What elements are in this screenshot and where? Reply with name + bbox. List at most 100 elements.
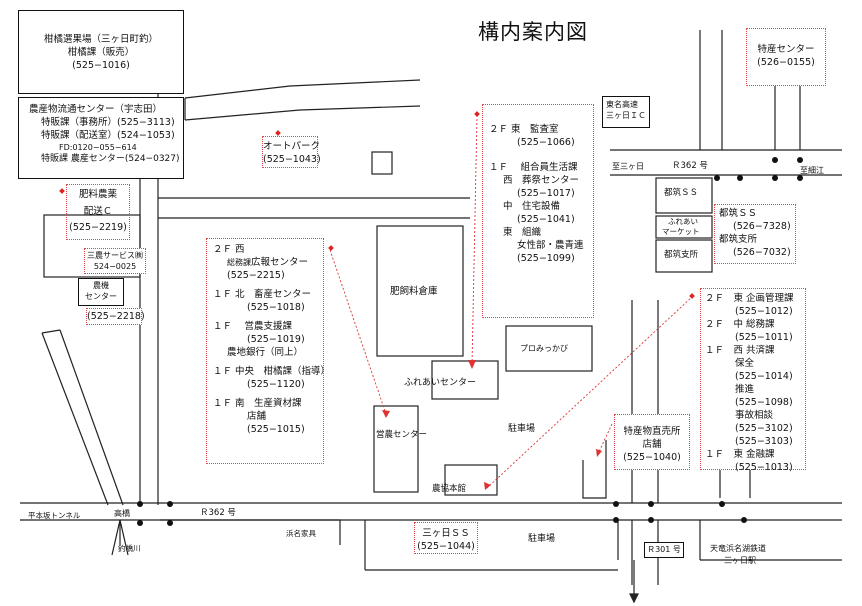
label-r362-south: Ｒ362 号 <box>200 508 236 518</box>
west-line-2b: 広報センター <box>251 257 309 268</box>
east-line-5: (525−1017) <box>517 188 575 199</box>
honkan-line-14: (525−1013) <box>735 462 793 473</box>
east-building-box: ２Ｆ 東 監査室 (525−1066) １Ｆ 組合員生活課 西 葬祭センター (… <box>482 104 594 318</box>
tsuzuki-line-2: (526−7328) <box>733 221 791 232</box>
label-fureai-market-2: マーケット <box>662 227 700 236</box>
autopark-box: オートパーク (525−1043) <box>262 136 321 168</box>
honkan-line-4: (525−1011) <box>735 332 793 343</box>
west-line-11: １Ｆ 南 生産資材課 <box>213 398 302 409</box>
map-title: 構内案内図 <box>478 20 588 44</box>
building-hiryo-soko <box>376 225 464 357</box>
honkan-box: ２Ｆ 東 企画管理課 (525−1012) ２Ｆ 中 総務課 (525−1011… <box>700 288 806 473</box>
west-line-5: (525−1018) <box>247 302 305 313</box>
west-line-1: ２Ｆ 西 <box>213 244 245 255</box>
label-tsuzuki-ss-small: 都筑ＳＳ <box>664 188 699 198</box>
label-hiryo-soko: 肥飼料倉庫 <box>390 286 438 297</box>
tokusan-center-box: 特産センター (526−0155) <box>746 28 826 86</box>
building-einou-center <box>373 405 419 493</box>
tomei-ic-box: 東名高速 三ヶ日ＩＣ <box>602 96 650 128</box>
building-pro-mikkabi <box>505 325 593 372</box>
mikan-line-2: 柑橘課（販売） <box>67 47 135 58</box>
mikan-line-3: (525−1016) <box>72 60 130 71</box>
mikan-senkajo-box: 柑橘選果場（三ヶ日町釣） 柑橘課（販売） (525−1016) <box>18 10 184 94</box>
honkan-line-6: 保全 <box>735 358 755 369</box>
mikan-line-1: 柑橘選果場（三ヶ日町釣） <box>43 34 158 45</box>
honkan-line-10: 事故相談 <box>735 410 774 421</box>
label-chushajo-2: 駐車場 <box>528 534 556 544</box>
tokusan-line-2: (526−0155) <box>757 57 815 68</box>
honkan-line-13: １Ｆ 東 金融課 <box>705 449 775 460</box>
label-fureai-center: ふれあいセンター <box>404 378 477 388</box>
tsuzuki-line-3: 都筑支所 <box>719 234 758 245</box>
mikkabi-ss-box: 三ヶ日ＳＳ (525−1044) <box>414 522 478 554</box>
honkan-line-5: １Ｆ 西 共済課 <box>705 345 775 356</box>
label-fureai-market-1: ふれあい <box>668 217 698 226</box>
r301-label-box: Ｒ301 号 <box>644 542 684 558</box>
nouki-line-1: 農機 <box>93 281 109 290</box>
east-line-6: 中 住宅設備 <box>503 201 561 212</box>
nousan-line-1: 農産物流通センター（宇志田） <box>29 104 163 115</box>
west-line-3: (525−2215) <box>227 270 285 281</box>
nouki-center-box: 農機 センター <box>78 278 124 306</box>
east-line-9: 女性部・農青連 <box>517 240 584 251</box>
honkan-line-3: ２Ｆ 中 総務課 <box>705 319 775 330</box>
east-line-4: 西 葬祭センター <box>503 175 580 186</box>
chokubai-line-3: (525−1040) <box>623 452 681 463</box>
label-tsuzuki-shisho-small: 都筑支所 <box>664 250 699 260</box>
nousan-line-4: FD:0120−055−614 <box>59 143 137 152</box>
east-line-3: １Ｆ 組合員生活課 <box>489 162 578 173</box>
label-pro-mikkabi: プロみっかび <box>520 344 568 353</box>
label-einou-center: 営農センター <box>376 430 428 440</box>
label-tenryu-2: 三ヶ日駅 <box>724 556 756 565</box>
r301-label: Ｒ301 号 <box>647 545 681 554</box>
label-to-hosoe: 至細江 <box>800 166 824 175</box>
west-building-box: ２Ｆ 西 総務課広報センター (525−2215) １Ｆ 北 畜産センター (5… <box>206 238 331 464</box>
nouki-tel: (525−2218) <box>87 311 145 322</box>
arrow-heads <box>382 360 602 490</box>
west-line-9: １Ｆ 中央 柑橘課（指導） <box>213 366 331 377</box>
honkan-line-8: 推進 <box>735 384 755 395</box>
building-market <box>655 215 713 239</box>
chokubaijo-box: 特産物直売所 店舗 (525−1040) <box>614 414 690 470</box>
building-nokyo-honkan <box>444 464 498 496</box>
signal-dots <box>137 157 803 526</box>
label-tunnel: 平本坂トンネル <box>28 511 81 520</box>
hiryo-line-3: (525−2219) <box>69 222 127 233</box>
east-line-10: (525−1099) <box>517 253 575 264</box>
nousan-center-box: 農産物流通センター（宇志田） 特販課（事務所）(525−3113) 特販課（配送… <box>18 97 184 179</box>
building-tsuzuki-shisho-small <box>655 239 713 273</box>
west-line-4: １Ｆ 北 畜産センター <box>213 289 312 300</box>
building-shop <box>655 177 713 214</box>
arrows <box>329 114 694 489</box>
honkan-line-9: (525−1098) <box>735 397 793 408</box>
chokubai-line-1: 特産物直売所 <box>623 426 681 437</box>
west-line-10: (525−1120) <box>247 379 305 390</box>
label-chushajo-1: 駐車場 <box>508 424 536 434</box>
east-line-8: 東 組織 <box>503 227 542 238</box>
west-line-2a: 総務課 <box>227 258 251 267</box>
label-nokyo-honkan: 農協本館 <box>432 484 467 494</box>
nouki-line-2: センター <box>85 292 117 301</box>
west-line-7: (525−1019) <box>247 334 305 345</box>
honkan-line-2: (525−1012) <box>735 306 793 317</box>
tsuzuki-ss-box: 都筑ＳＳ (526−7328) 都筑支所 (526−7032) <box>714 204 796 264</box>
east-line-1: ２Ｆ 東 監査室 <box>489 124 559 135</box>
nouki-tel-box: (525−2218) <box>86 308 145 325</box>
honkan-line-11: (525−3102) <box>735 423 793 434</box>
hiryo-line-1: 肥料農薬 <box>78 189 117 200</box>
label-to-mikkabi: 至三ヶ日 <box>612 162 644 171</box>
nousan-line-5: 特販課 農産センター(524−0327) <box>41 154 180 164</box>
buildings <box>43 151 713 496</box>
mikkabi-ss-line-2: (525−1044) <box>417 541 475 552</box>
sankyo-service-box: 三農サービス㈱ 524−0025 <box>84 248 146 274</box>
label-hamana-kagu: 浜名家具 <box>286 529 316 538</box>
autopark-line-1: オートパーク <box>263 141 321 152</box>
honkan-line-12: (525−3103) <box>735 436 793 447</box>
hiryo-line-2: 配送Ｃ <box>83 206 113 217</box>
building-fureai-center <box>431 360 499 400</box>
west-line-13: (525−1015) <box>247 424 305 435</box>
west-line-6: １Ｆ 営農支援課 <box>213 321 293 332</box>
honkan-line-1: ２Ｆ 東 企画管理課 <box>705 293 794 304</box>
sankyo-line-2: 524−0025 <box>93 262 137 271</box>
